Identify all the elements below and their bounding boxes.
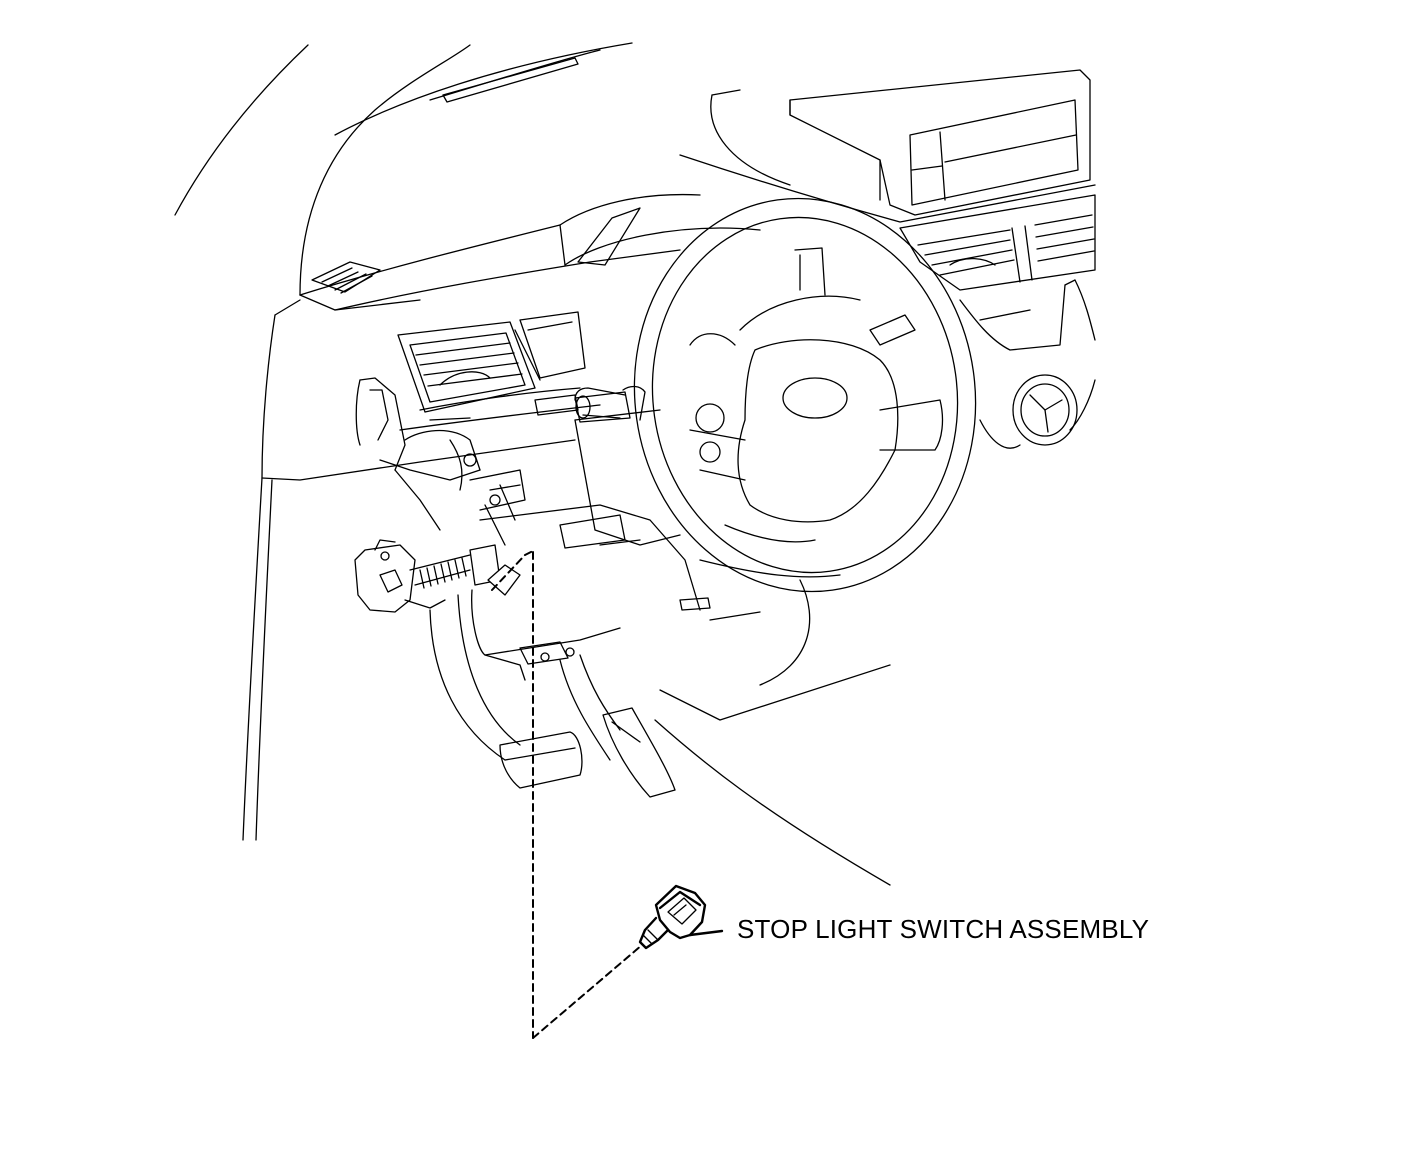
windshield-pillar bbox=[174, 42, 633, 311]
defroster-vent bbox=[311, 261, 381, 294]
accelerator-pedal bbox=[559, 654, 891, 886]
left-air-vent bbox=[397, 321, 541, 413]
leader-line bbox=[532, 551, 643, 1039]
stop-light-switch-icon bbox=[638, 884, 724, 950]
lower-dash-trim bbox=[699, 559, 841, 686]
pedal-bracket bbox=[355, 377, 526, 546]
switch-mount-location bbox=[487, 549, 536, 596]
center-display-housing bbox=[789, 69, 1091, 216]
door-trim bbox=[242, 299, 576, 841]
combination-switch bbox=[574, 387, 626, 419]
switch-panel bbox=[519, 311, 586, 379]
pedal-return-spring bbox=[354, 539, 501, 613]
center-vents bbox=[899, 194, 1096, 291]
right-side-trim bbox=[959, 279, 1096, 449]
steering-column bbox=[471, 409, 711, 681]
steering-wheel bbox=[633, 197, 977, 593]
dash-face bbox=[399, 385, 646, 431]
brake-pedal-arm bbox=[429, 594, 583, 789]
cluster-hood bbox=[559, 193, 761, 266]
dash-top bbox=[299, 89, 1096, 311]
stop-light-switch-label: STOP LIGHT SWITCH ASSEMBLY bbox=[737, 914, 1150, 944]
